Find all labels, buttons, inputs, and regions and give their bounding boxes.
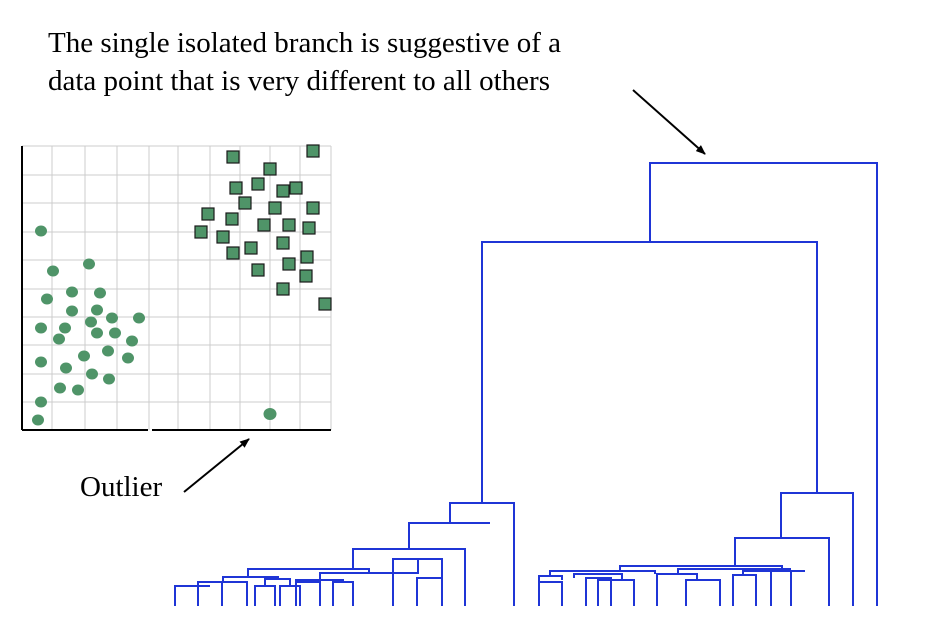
dendrogram-link-1 [481,241,818,503]
cluster-point-circle-18 [60,362,72,374]
cluster-point-circle-9 [133,312,145,324]
dendrogram [174,162,878,606]
cluster-point-circle-11 [59,322,71,334]
dendrogram-link-8 [174,585,210,606]
cluster-point-circle-26 [35,396,47,408]
cluster-point-circle-3 [41,293,53,305]
cluster-point-circle-4 [66,286,78,298]
cluster-point-square-14 [257,218,271,232]
cluster-point-circle-21 [122,352,134,364]
cluster-point-circle-23 [103,373,115,385]
cluster-point-square-13 [216,230,230,244]
dendrogram-link-5 [247,568,370,577]
cluster-point-circle-24 [54,382,66,394]
dendrogram-link-32 [685,579,721,606]
dendrogram-link-0 [649,162,878,606]
caption-line-2: data point that is very different to all… [48,65,550,97]
cluster-point-circle-10 [35,322,47,334]
cluster-point-square-2 [263,162,277,176]
cluster-point-circle-0 [35,225,47,237]
dendrogram-link-18 [392,558,443,578]
cluster-point-circle-16 [126,335,138,347]
cluster-point-circle-17 [35,356,47,368]
dendrogram-link-12 [254,585,276,606]
cluster-point-circle-25 [72,384,84,396]
dendrogram-link-20 [416,577,443,606]
dendrogram-link-27 [573,573,623,580]
cluster-point-square-8 [201,207,215,221]
cluster-point-square-17 [226,246,240,260]
dendrogram-link-35 [770,570,792,606]
cluster-point-circle-22 [86,368,98,380]
dendrogram-link-29 [597,579,635,606]
cluster-point-square-9 [225,212,239,226]
scatter-axes [21,146,331,431]
cluster-point-circle-14 [91,327,103,339]
cluster-point-square-21 [282,257,296,271]
dendrogram-link-28 [585,577,612,606]
dendrogram-link-21 [780,492,854,606]
cluster-point-circle-27 [32,414,44,426]
cluster-point-square-18 [244,241,258,255]
dendrogram-link-11 [264,578,291,586]
cluster-point-circle-8 [106,312,118,324]
cluster-point-square-25 [318,297,332,311]
cluster-point-circle-1 [47,265,59,277]
cluster-point-circle-15 [109,327,121,339]
cluster-point-circle-5 [94,287,106,299]
cluster-point-circle-2 [83,258,95,270]
dendrogram-link-17 [332,581,354,606]
cluster-point-square-10 [268,201,282,215]
cluster-point-square-6 [289,181,303,195]
cluster-point-square-11 [306,201,320,215]
outlier-pointer-arrow [183,438,250,493]
cluster-point-circle-19 [78,350,90,362]
dendrogram-link-10 [221,581,248,606]
cluster-point-square-7 [238,196,252,210]
cluster-point-square-0 [226,150,240,164]
dendrogram-link-14 [319,559,419,580]
cluster-point-square-15 [282,218,296,232]
cluster-point-square-3 [229,181,243,195]
cluster-point-square-22 [300,250,314,264]
branch-pointer-arrow [632,89,706,155]
dendrogram-link-31 [656,573,698,606]
cluster-point-circle-13 [53,333,65,345]
dendrogram-link-2 [449,502,515,606]
dendrogram-link-13 [279,585,301,606]
cluster-point-square-16 [302,221,316,235]
caption-line-1: The single isolated branch is suggestive… [48,27,562,59]
dendrogram-link-16 [295,581,321,606]
outlier-point [263,408,277,420]
dendrogram-link-25 [538,575,563,582]
cluster-point-circle-20 [102,345,114,357]
dendrogram-link-23 [619,565,783,571]
dendrogram-link-24 [549,570,656,576]
scatter-points [32,144,332,426]
annotation-arrows [183,89,706,493]
cluster-point-circle-12 [85,316,97,328]
outlier-label: Outlier [80,471,163,503]
dendrogram-link-22 [734,537,830,606]
dendrogram-link-4 [352,548,466,606]
cluster-point-circle-6 [66,305,78,317]
dendrogram-link-34 [732,574,757,606]
caption-annotation: The single isolated branch is suggestive… [48,24,668,100]
cluster-point-square-12 [194,225,208,239]
cluster-point-square-5 [276,184,290,198]
dendrogram-link-26 [538,581,563,606]
cluster-point-circle-7 [91,304,103,316]
cluster-point-square-19 [276,236,290,250]
cluster-point-square-24 [276,282,290,296]
cluster-point-square-20 [251,263,265,277]
dendrogram-link-3 [408,522,490,549]
cluster-point-square-23 [299,269,313,283]
cluster-point-square-4 [251,177,265,191]
cluster-point-square-1 [306,144,320,158]
